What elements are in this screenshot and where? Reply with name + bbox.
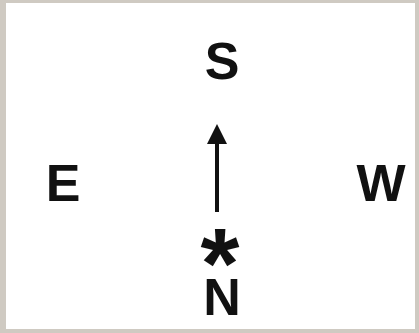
position-marker: *	[201, 213, 240, 313]
compass-letter: E	[46, 157, 81, 209]
arrow-head	[207, 124, 227, 144]
arrow-shaft	[215, 140, 219, 212]
compass-letter: W	[356, 157, 405, 209]
compass-letter: S	[205, 35, 240, 87]
